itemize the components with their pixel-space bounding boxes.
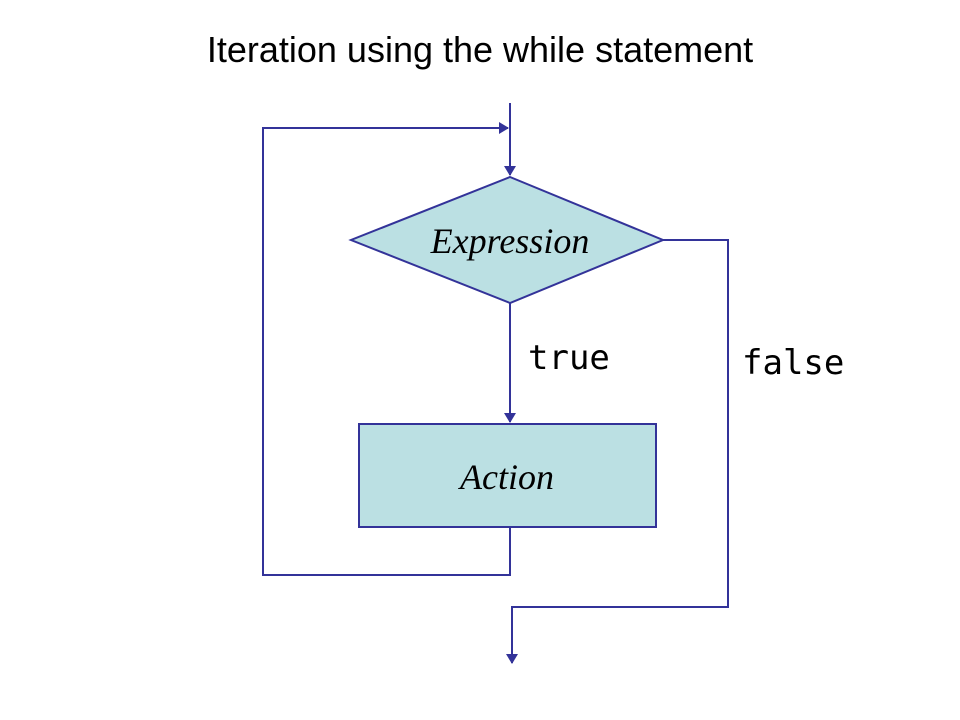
true-label: true xyxy=(528,338,610,378)
loop-back-arrow xyxy=(262,122,511,576)
action-label: Action xyxy=(458,457,554,497)
false-arrow xyxy=(506,239,729,664)
page-title: Iteration using the while statement xyxy=(206,29,754,70)
false-label: false xyxy=(742,343,844,383)
action-box xyxy=(358,423,657,528)
condition-label: Expression xyxy=(430,221,590,261)
